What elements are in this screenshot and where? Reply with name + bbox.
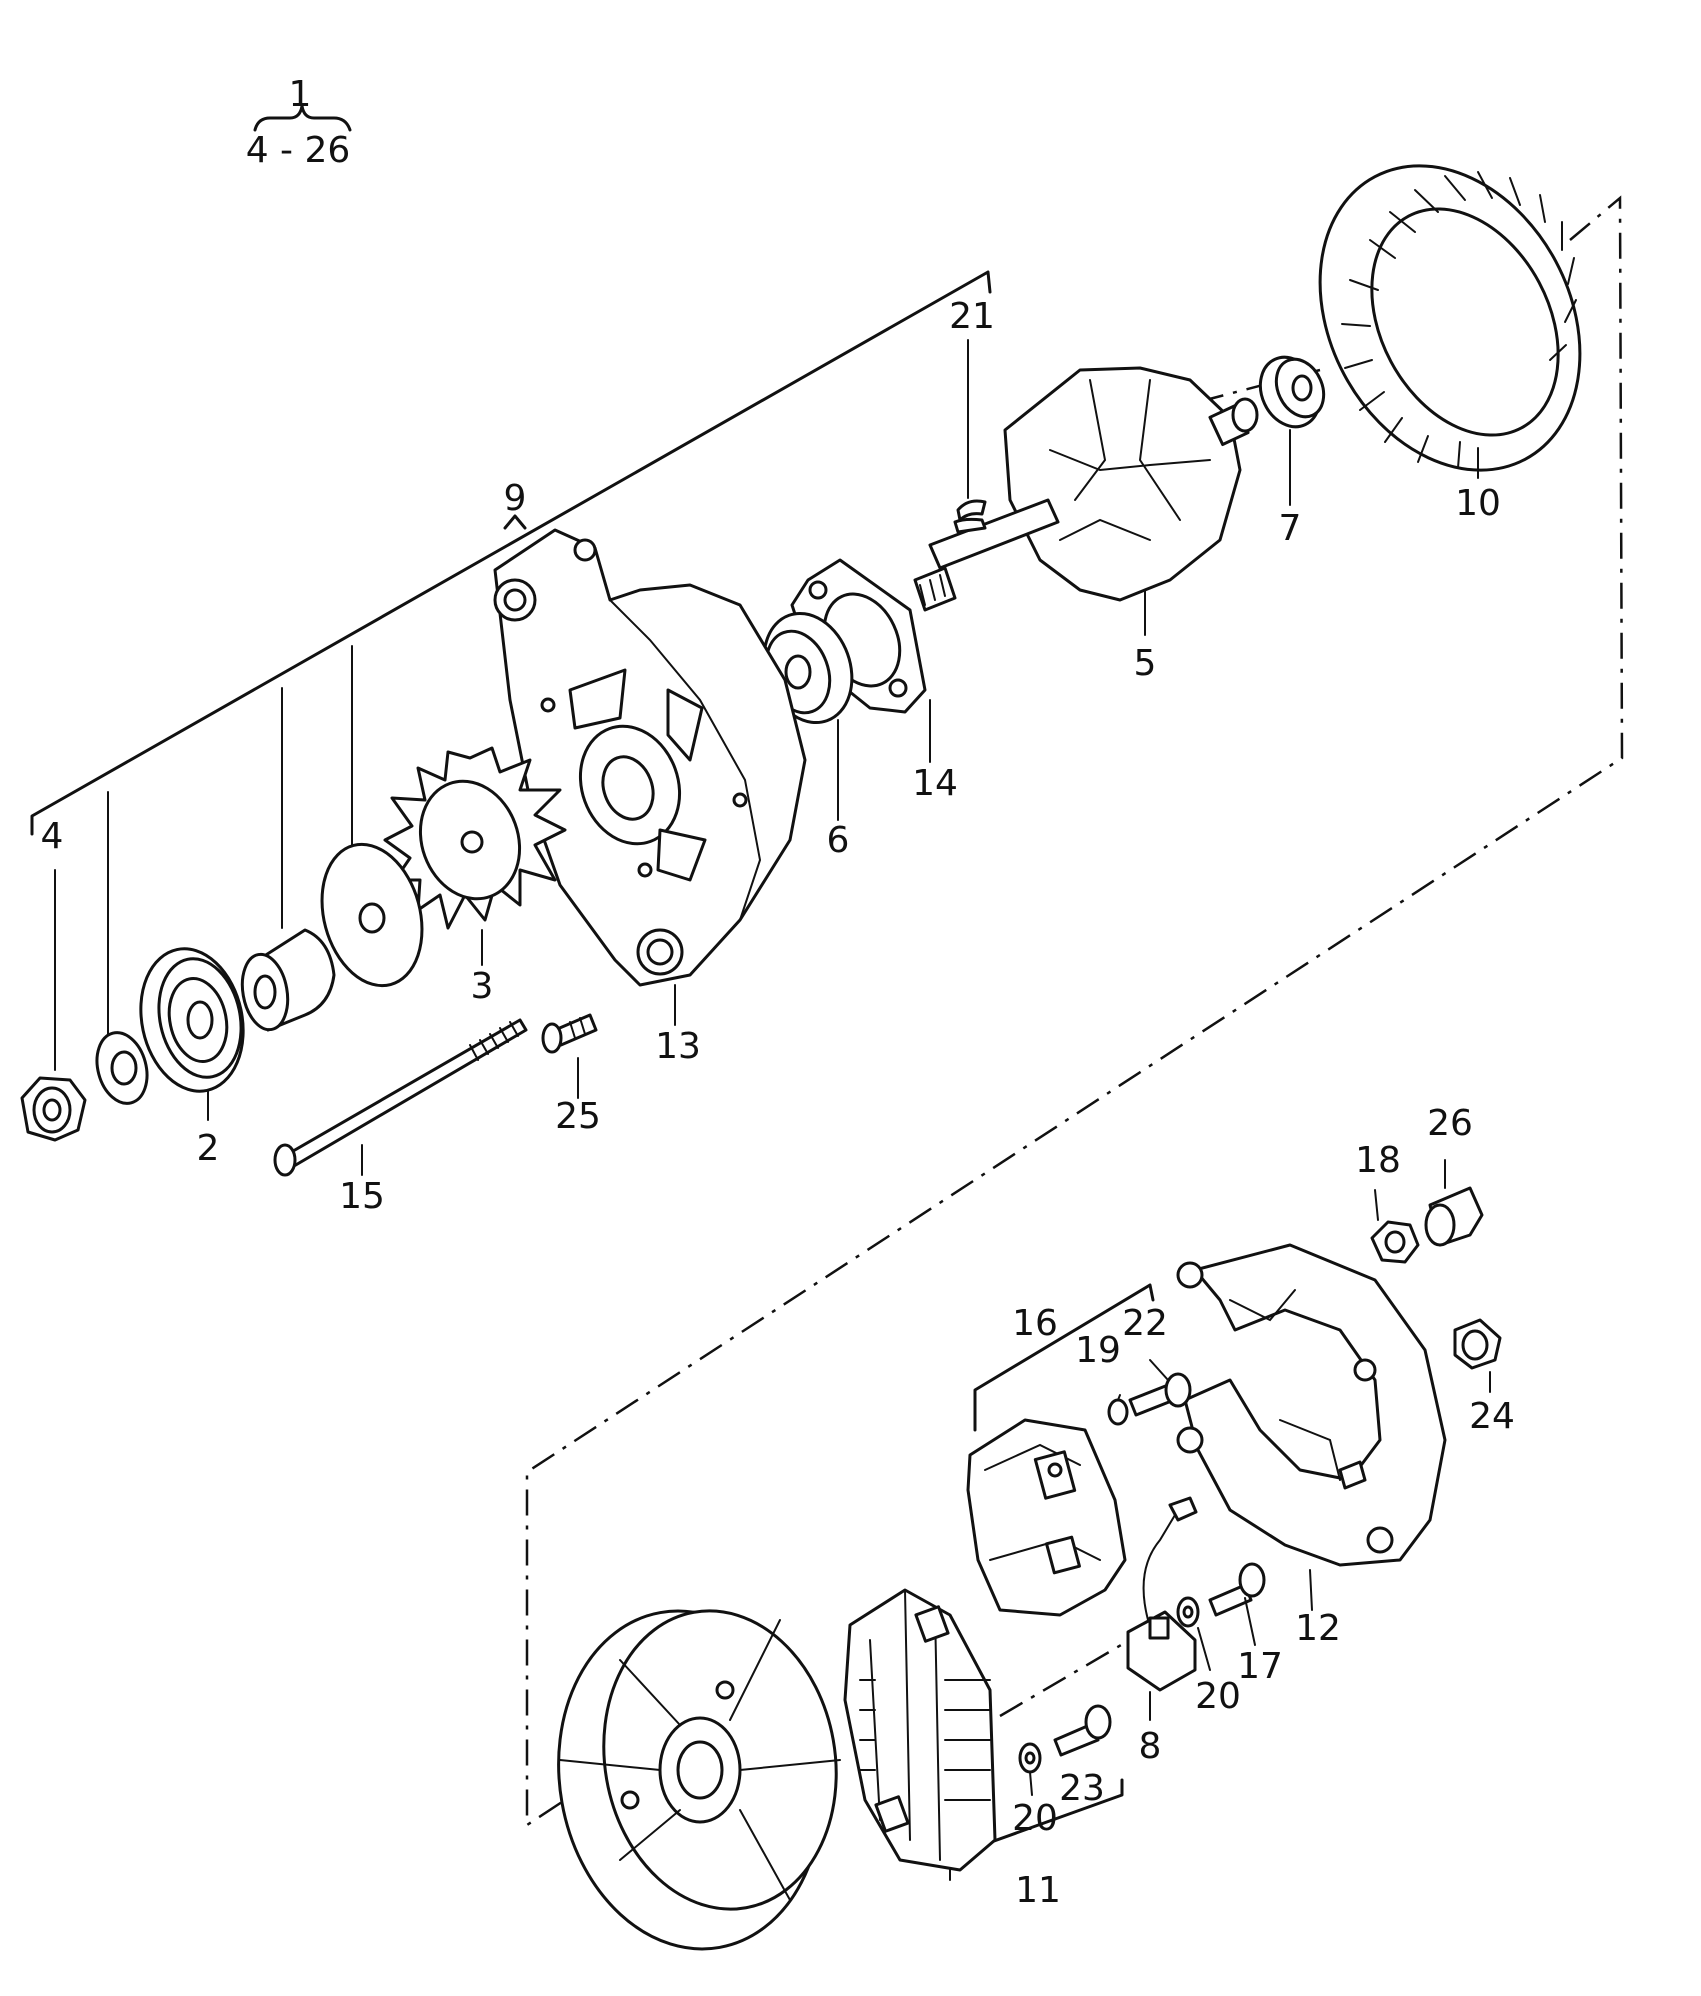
cap-26 [1424, 1186, 1484, 1247]
nut-18 [1370, 1220, 1420, 1264]
callout-19: 19 [1075, 1330, 1121, 1371]
pulley-2 [139, 947, 245, 1093]
rear-cover-12 [1176, 1243, 1447, 1567]
callout-24: 24 [1469, 1396, 1515, 1437]
callouts: 2 3 4 5 6 7 8 9 10 11 12 13 14 15 16 17 … [41, 296, 1515, 1911]
callout-14: 14 [912, 763, 958, 804]
callout-22: 22 [1122, 1303, 1168, 1344]
callout-20a: 20 [1195, 1676, 1241, 1717]
rotor-claw-pole [913, 366, 1259, 612]
assembly-header: 1 4 - 26 [246, 74, 352, 171]
assembly-range: 4 - 26 [246, 130, 351, 171]
callout-15: 15 [339, 1176, 385, 1217]
through-bolt-15 [273, 1018, 528, 1177]
nut-4 [20, 1076, 87, 1142]
screw-22 [1128, 1372, 1192, 1417]
screw-23 [1053, 1704, 1112, 1757]
callout-10: 10 [1455, 483, 1501, 524]
bracket-16 [973, 1283, 1155, 1432]
callout-20b: 20 [1012, 1798, 1058, 1839]
callout-2: 2 [197, 1128, 220, 1169]
callout-17: 17 [1237, 1646, 1283, 1687]
callout-21: 21 [949, 296, 995, 337]
assembly-number: 1 [289, 74, 312, 115]
washer-20a [1176, 1596, 1200, 1628]
callout-26: 26 [1427, 1103, 1473, 1144]
callout-13: 13 [655, 1026, 701, 1067]
callout-3: 3 [471, 966, 494, 1007]
callout-6: 6 [827, 820, 850, 861]
callout-8: 8 [1139, 1726, 1162, 1767]
screw-25 [541, 1013, 598, 1054]
callout-18: 18 [1355, 1140, 1401, 1181]
screw-17 [1208, 1562, 1266, 1617]
slip-ring-end-housing [557, 1609, 841, 1951]
nut-24 [1453, 1318, 1502, 1370]
callout-12: 12 [1295, 1608, 1341, 1649]
brush-holder-16 [966, 1418, 1127, 1617]
leader-lines [54, 339, 1491, 1796]
drive-end-housing-13 [493, 528, 807, 987]
callout-7: 7 [1279, 508, 1302, 549]
spacer-sleeve [240, 928, 336, 1032]
callout-9: 9 [504, 478, 527, 519]
washer-disc [320, 842, 424, 988]
callout-16: 16 [1012, 1303, 1058, 1344]
washer-20b [1018, 1742, 1042, 1774]
washer-19 [1107, 1398, 1129, 1426]
key-21 [956, 499, 987, 522]
bearing-7 [1258, 355, 1326, 429]
cooling-fan-3 [383, 746, 567, 930]
callout-23: 23 [1059, 1768, 1105, 1809]
callout-4: 4 [41, 816, 64, 857]
lock-washer [95, 1031, 149, 1105]
callout-25: 25 [555, 1096, 601, 1137]
voltage-regulator-8 [1126, 1496, 1198, 1692]
stator-ring [1318, 164, 1582, 472]
callout-11: 11 [1015, 1870, 1061, 1911]
bracket-9 [30, 270, 992, 1063]
callout-5: 5 [1134, 643, 1157, 684]
rectifier-plate-11 [843, 1588, 997, 1872]
